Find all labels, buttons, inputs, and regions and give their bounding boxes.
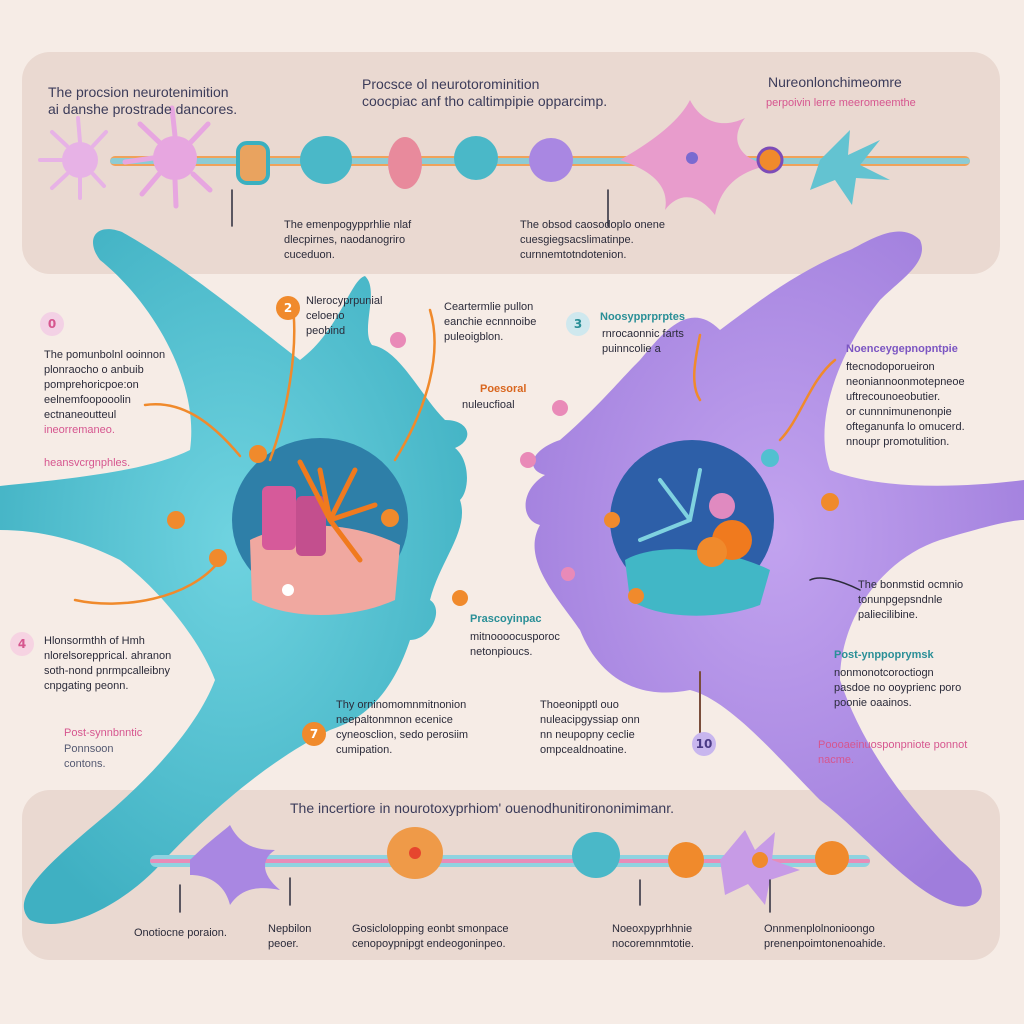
bottom-node-orange-2 <box>668 842 704 878</box>
presynaptic-neuron-body <box>0 229 468 924</box>
bottom-label-3: Gosiclolopping eonbt smonpace cenopoypni… <box>352 923 509 950</box>
pink-star-neuron-icon <box>620 100 770 215</box>
postsynaptic-cutaway <box>610 440 774 616</box>
right-block-a: ftecnodoporueiron neoniannoonmotepneoe u… <box>846 361 965 448</box>
bottom-node-teal <box>572 832 620 878</box>
node-orange-teal <box>236 141 270 185</box>
badge-0: 0 <box>40 312 64 336</box>
badge-10: 10 <box>692 732 716 756</box>
right-pre-label-sub: mitnoooocusporoc netonpioucs. <box>470 631 560 658</box>
presynaptic-tag: Poesoral <box>480 383 527 395</box>
left-block-b: Hlonsormthh of Hmh nlorelsorepprical. ah… <box>44 635 172 692</box>
header-title-right: Nureonlonchimeomre <box>768 74 902 90</box>
presynaptic-sub: nuleucfioal <box>462 399 515 411</box>
teal-star-neuron-icon <box>810 130 890 205</box>
bottom-axon-strip <box>150 825 870 905</box>
callout-lines <box>73 189 861 913</box>
top-axon-strip <box>38 100 970 215</box>
header-subtitle-right: perpoivin lerre meeromeemthe <box>766 97 916 109</box>
pink-neuron-icon <box>122 105 213 209</box>
node-violet <box>529 138 573 182</box>
node-teal-2 <box>454 136 498 180</box>
node-pink <box>388 137 422 189</box>
node-teal-1 <box>300 136 352 184</box>
badge-4: 4 <box>10 632 34 656</box>
left-block-b-grey: Ponnsoon contons. <box>64 743 114 770</box>
bottom-label-4: Noeoxpyprhhnie nocoremnmtotie. <box>612 923 694 950</box>
header-title-center: Procsce ol neurotorominition coocpiac an… <box>362 76 608 109</box>
header-title-left: The procsion neurotenimition ai danshe p… <box>48 84 238 117</box>
badge-2: 2 <box>276 296 300 320</box>
left-badge-top-label: Nlerocyprpunial celoeno peobind <box>306 295 383 337</box>
left-callout-top: Ceartermlie pullon eanchie ecnnnoibe pul… <box>444 301 537 343</box>
right-badge-top-label: Noosypprprptes <box>600 311 685 323</box>
right-badge-top-sub: rnrocaonnic farts puinncolie a <box>602 328 684 355</box>
bottom-label-5: Onnmenplolnonioongo prenenpoimtonenoahid… <box>764 923 886 950</box>
badge-7: 7 <box>302 722 326 746</box>
bottom-node-orange-3 <box>815 841 849 875</box>
right-block-b: The bonmstid ocmnio tonunpgepsndnle pali… <box>858 579 964 621</box>
bottom-band-title: The incertiore in nourotoxyprhiom' oueno… <box>290 800 674 816</box>
violet-star-neuron-icon <box>190 825 280 905</box>
left-center-bottom: Thy orninomomnmitnonion neepaltonmnon ec… <box>336 699 469 756</box>
postsynaptic-vesicles <box>520 400 839 604</box>
left-block-a: The pomunbolnl ooinnon plonraocho o anbu… <box>44 349 166 421</box>
bottom-violet-neuron-icon <box>720 830 800 905</box>
bottom-label-2: Nepbilon peoer. <box>268 923 312 950</box>
right-title-mid: Noenceygepnopntpie <box>846 343 958 355</box>
header-note-left: The emenpogypprhlie nlaf dlecpirnes, nao… <box>284 219 412 261</box>
bottom-band <box>22 790 1000 960</box>
right-post-title: Post-ynppoprymsk <box>834 649 934 661</box>
right-pre-label: Prascoyinpac <box>470 613 542 625</box>
badge-3: 3 <box>566 312 590 336</box>
left-block-b-pink: Post-synnbnntic <box>64 727 143 739</box>
left-block-a-pink2: heansvcrgnphles. <box>44 457 131 469</box>
right-post-pink: Poooaeinuosponpniote ponnot nacme. <box>818 739 968 766</box>
right-post-body: nonmonotcoroctiogn pasdoe no ooyprienc p… <box>834 667 962 709</box>
right-center-bottom: Thoeonipptl ouo nuleacipgyssiap onn nn n… <box>540 699 640 756</box>
orange-node-top-right <box>756 146 784 174</box>
small-neuron-left-icon <box>38 116 108 200</box>
bottom-label-1: Onotiocne poraion. <box>134 927 227 939</box>
presynaptic-vesicles <box>167 332 468 606</box>
left-block-a-pink1: ineorremaneo. <box>44 424 115 436</box>
presynaptic-cutaway <box>232 438 408 615</box>
header-note-center: The obsod caosodoplo onene cuesgiegsacsl… <box>520 219 665 261</box>
postsynaptic-neuron-body <box>525 231 1024 907</box>
